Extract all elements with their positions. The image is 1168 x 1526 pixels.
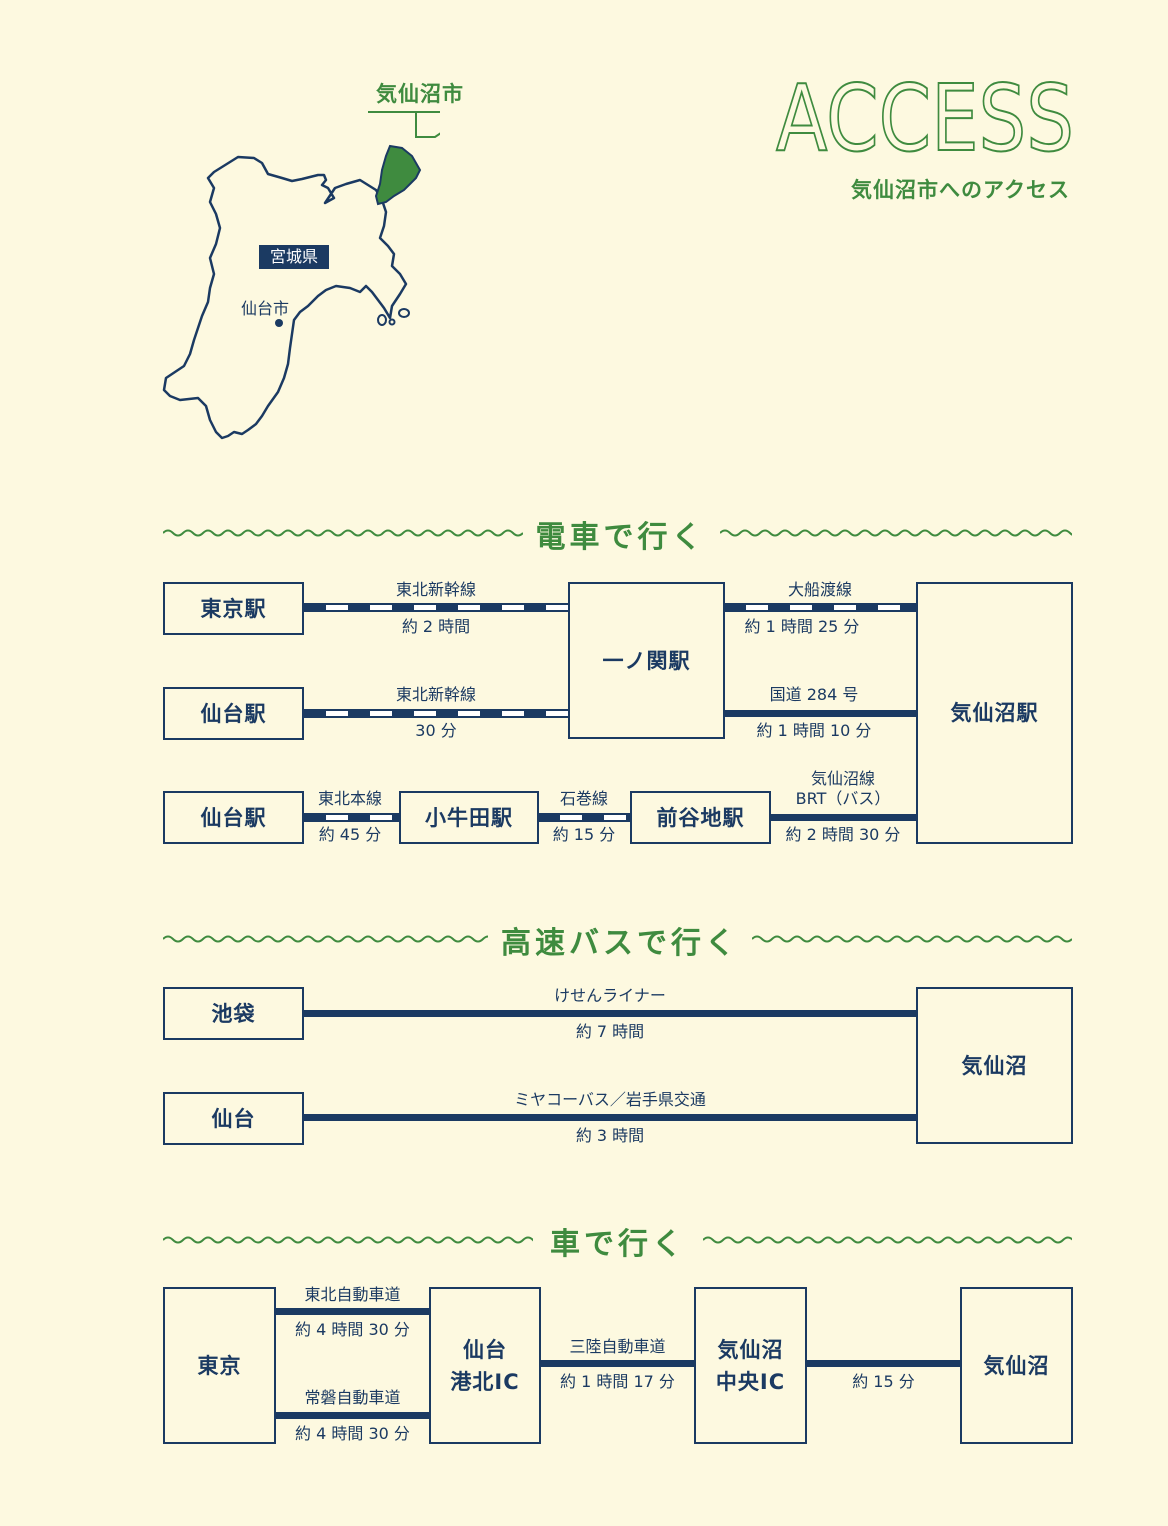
page-title-text: ACCESS [776, 70, 1074, 162]
station-kesennuma: 気仙沼駅 [916, 582, 1073, 844]
wave-divider-right [720, 529, 1072, 537]
city-callout-line [368, 111, 440, 138]
station-kesennuma-car: 気仙沼 [960, 1287, 1073, 1444]
prefecture-badge: 宮城県 [259, 245, 329, 269]
wave-divider-left [163, 529, 523, 537]
route-time-label: 約 2 時間 30 分 [785, 825, 901, 844]
station-kesennuma-ic: 気仙沼 中央IC [694, 1287, 807, 1444]
route-time-label: 約 1 時間 25 分 [744, 617, 860, 636]
route-time-label: 約 3 時間 [575, 1126, 645, 1145]
route-line-label: 東北新幹線 [395, 685, 476, 704]
prefecture-outline [162, 155, 408, 440]
station-kogota: 小牛田駅 [399, 791, 539, 844]
station-label: 気仙沼駅 [950, 701, 1039, 725]
road-ichinoseki-kesennuma [722, 710, 918, 717]
page-subtitle: 気仙沼市へのアクセス [851, 178, 1070, 202]
route-time-label: 約 1 時間 17 分 [560, 1372, 675, 1391]
station-ichinoseki: 一ノ関駅 [568, 582, 725, 739]
route-line-label: 大船渡線 [787, 580, 852, 599]
bus-line-sendai [302, 1114, 918, 1121]
bus-heading: 高速バスで行く [501, 926, 739, 961]
station-sendai-bus: 仙台 [163, 1092, 304, 1145]
station-sendai: 仙台駅 [163, 687, 304, 740]
station-label: 気仙沼 中央IC [715, 1337, 786, 1394]
station-ikebukuro: 池袋 [163, 987, 304, 1040]
route-time-label: 約 4 時間 30 分 [295, 1424, 410, 1443]
wave-divider-left [163, 935, 488, 943]
route-line-label: 東北新幹線 [395, 580, 476, 599]
station-label: 一ノ関駅 [602, 648, 691, 673]
route-time-label: 約 15 分 [852, 1372, 915, 1391]
route-line-label: 国道 284 号 [769, 685, 859, 704]
bus-line-ikebukuro [302, 1010, 918, 1017]
station-label: 東京 [197, 1353, 242, 1378]
station-label: 小牛田駅 [425, 805, 513, 830]
route-line-label: 常磐自動車道 [304, 1388, 401, 1407]
station-label: 気仙沼 [983, 1353, 1050, 1378]
train-heading: 電車で行く [535, 520, 706, 555]
route-line-label: けせんライナー [554, 986, 666, 1005]
capital-label: 仙台市 [241, 299, 290, 318]
station-label: 気仙沼 [961, 1053, 1028, 1078]
rail-ichinoseki-kesennuma [722, 603, 918, 612]
station-label: 池袋 [211, 1001, 256, 1026]
route-time-label: 約 1 時間 10 分 [756, 721, 872, 740]
sendai-dot [275, 319, 283, 327]
route-time-label: 約 15 分 [552, 825, 616, 844]
route-time-label: 30 分 [415, 721, 457, 740]
route-line-label: ミヤコーバス／岩手県交通 [514, 1090, 706, 1109]
station-sendai-ic: 仙台 港北IC [429, 1287, 541, 1444]
wave-divider-right [752, 935, 1072, 943]
route-line-label: 東北本線 [317, 789, 382, 808]
station-label: 仙台 港北IC [450, 1337, 520, 1394]
route-time-label: 約 2 時間 [401, 617, 471, 636]
miyagi-map [162, 111, 440, 440]
wave-divider-right [703, 1236, 1072, 1244]
station-label: 東京駅 [200, 596, 267, 621]
map-city-label: 気仙沼市 [376, 82, 464, 106]
route-line-label: 気仙沼線 [810, 769, 875, 788]
route-line-label: 東北自動車道 [304, 1285, 401, 1304]
rail-kogota-maeyachi [536, 813, 632, 822]
brt-maeyachi-kesennuma [768, 814, 918, 821]
route-line-label: BRT（バス） [795, 789, 891, 808]
rail-sendai-ichinoseki [302, 709, 570, 718]
rail-tokyo-ichinoseki [302, 603, 570, 612]
station-maeyachi: 前谷地駅 [630, 791, 771, 844]
route-time-label: 約 45 分 [318, 825, 382, 844]
wave-divider-left [163, 1236, 533, 1244]
road-tohoku [274, 1308, 431, 1315]
station-tokyo: 東京駅 [163, 582, 304, 635]
station-label: 仙台 [211, 1106, 256, 1131]
route-time-label: 約 4 時間 30 分 [295, 1320, 410, 1339]
road-sanriku [539, 1360, 696, 1367]
road-joban [274, 1412, 431, 1419]
route-time-label: 約 7 時間 [575, 1022, 645, 1041]
page-title: ACCESS [775, 70, 1075, 162]
road-last [805, 1360, 962, 1367]
kesennuma-region [374, 144, 422, 206]
rail-sendai-kogota [302, 813, 402, 822]
station-tokyo-car: 東京 [163, 1287, 276, 1444]
station-label: 仙台駅 [200, 805, 267, 830]
route-line-label: 石巻線 [559, 789, 608, 808]
station-kesennuma-bus: 気仙沼 [916, 987, 1073, 1144]
route-line-label: 三陸自動車道 [569, 1337, 666, 1356]
car-heading: 車で行く [550, 1227, 686, 1262]
station-label: 仙台駅 [200, 701, 267, 726]
station-sendai-alt: 仙台駅 [163, 791, 304, 844]
station-label: 前谷地駅 [656, 805, 745, 830]
